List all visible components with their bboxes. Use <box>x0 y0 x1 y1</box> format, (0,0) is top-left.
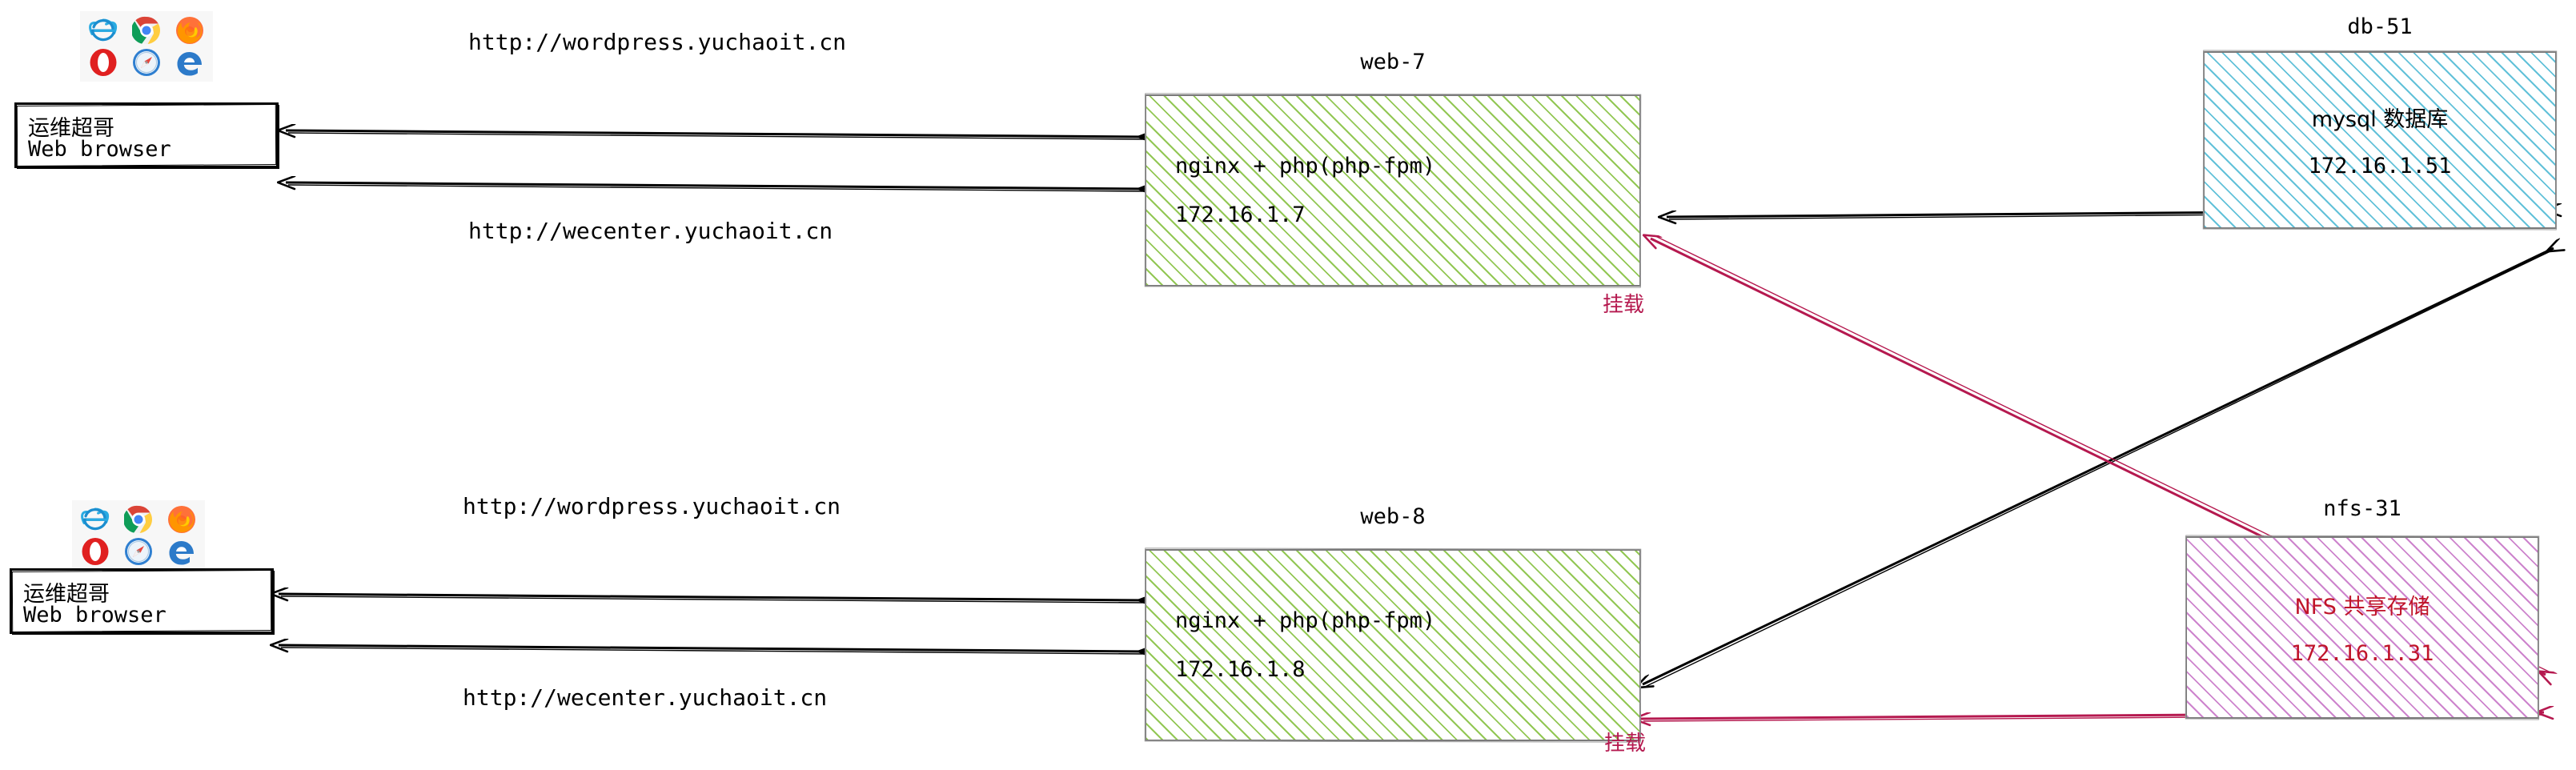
client-top-role: Web browser <box>28 137 171 162</box>
node-web7: web-7 nginx + php(php-fpm) 172.16.1.7 <box>1145 50 1641 290</box>
node-nfs31-service: NFS 共享存储 <box>2294 595 2430 620</box>
node-nfs31-body: NFS 共享存储 172.16.1.31 <box>2187 538 2538 717</box>
client-box-top: 运维超哥 Web browser <box>14 102 279 168</box>
node-web8-stack: nginx + php(php-fpm) <box>1175 608 1436 633</box>
node-web7-ip: 172.16.1.7 <box>1175 203 1306 227</box>
arrow-client-top-web7-wordpress <box>286 130 1146 139</box>
edge-icon <box>164 536 199 567</box>
node-db51-body: mysql 数据库 172.16.1.51 <box>2205 53 2555 227</box>
node-db51: db-51 mysql 数据库 172.16.1.51 <box>2203 14 2557 247</box>
firefox-icon <box>164 504 199 535</box>
client-top-name: 运维超哥 <box>28 116 114 141</box>
mount-label-web8: 挂载 <box>1604 732 1647 756</box>
client-bottom-role: Web browser <box>23 603 167 628</box>
internet-explorer-icon <box>78 504 113 535</box>
node-db51-title: db-51 <box>2347 14 2413 39</box>
node-web8-body: nginx + php(php-fpm) 172.16.1.8 <box>1146 551 1639 740</box>
url-label-bottom-wordpress: http://wordpress.yuchaoit.cn <box>463 493 841 519</box>
node-nfs31-rect: NFS 共享存储 172.16.1.31 <box>2185 536 2539 719</box>
safari-icon <box>129 47 164 78</box>
mount-label-web7: 挂载 <box>1603 293 1645 317</box>
node-nfs31-ip: 172.16.1.31 <box>2290 641 2434 666</box>
node-nfs31: nfs-31 NFS 共享存储 172.16.1.31 <box>2185 496 2539 736</box>
node-nfs31-title: nfs-31 <box>2323 496 2401 521</box>
node-web8-title: web-8 <box>1360 504 1426 529</box>
client-box-bottom: 运维超哥 Web browser <box>10 568 274 634</box>
node-web8-rect: nginx + php(php-fpm) 172.16.1.8 <box>1145 549 1641 741</box>
opera-icon <box>86 47 121 78</box>
node-db51-ip: 172.16.1.51 <box>2308 154 2452 178</box>
url-label-bottom-wecenter: http://wecenter.yuchaoit.cn <box>463 684 828 711</box>
url-label-top-wecenter: http://wecenter.yuchaoit.cn <box>468 218 833 244</box>
node-web7-body: nginx + php(php-fpm) 172.16.1.7 <box>1146 96 1639 285</box>
browser-icon-grid-bottom <box>72 500 205 571</box>
node-db51-service: mysql 数据库 <box>2311 107 2449 132</box>
node-web8: web-8 nginx + php(php-fpm) 172.16.1.8 <box>1145 504 1641 744</box>
node-web7-rect: nginx + php(php-fpm) 172.16.1.7 <box>1145 94 1641 287</box>
node-web7-title: web-7 <box>1360 50 1426 74</box>
url-label-top-wordpress: http://wordpress.yuchaoit.cn <box>468 29 847 55</box>
safari-icon <box>121 536 156 567</box>
chrome-icon <box>129 15 164 46</box>
chrome-icon <box>121 504 156 535</box>
firefox-icon <box>172 15 207 46</box>
arrow-client-top-web7-wecenter <box>286 182 1146 191</box>
client-bottom-name: 运维超哥 <box>23 582 110 607</box>
arrow-client-bottom-web8-wecenter <box>279 645 1146 654</box>
arrow-client-bottom-web8-wordpress <box>279 594 1146 603</box>
edge-icon <box>172 47 207 78</box>
internet-explorer-icon <box>86 15 121 46</box>
node-web7-stack: nginx + php(php-fpm) <box>1175 154 1436 178</box>
node-db51-rect: mysql 数据库 172.16.1.51 <box>2203 51 2557 229</box>
node-web8-ip: 172.16.1.8 <box>1175 657 1306 682</box>
browser-icon-grid-top <box>80 11 213 82</box>
opera-icon <box>78 536 113 567</box>
